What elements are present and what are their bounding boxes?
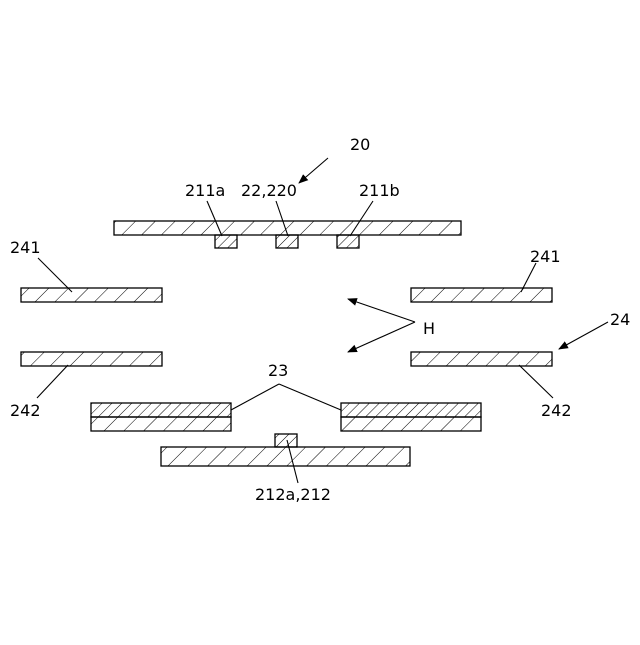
bottom-plate bbox=[161, 447, 410, 466]
leader-right-242 bbox=[519, 365, 553, 398]
bottom-boss bbox=[275, 434, 297, 447]
right-lower-plate bbox=[411, 352, 552, 366]
label-left-242: 242 bbox=[10, 401, 41, 420]
left-lower-plate bbox=[21, 352, 162, 366]
label-23: 23 bbox=[268, 361, 288, 380]
label-20: 20 bbox=[350, 135, 370, 154]
label-24: 24 bbox=[610, 310, 630, 329]
leader-24 bbox=[559, 322, 608, 349]
label-211a: 211a bbox=[185, 181, 225, 200]
label-22-220: 22,220 bbox=[241, 181, 297, 200]
leader-23-right bbox=[279, 384, 341, 410]
leader-20 bbox=[299, 158, 328, 183]
label-right-242: 242 bbox=[541, 401, 572, 420]
boss-211b bbox=[337, 235, 359, 248]
left-stack-top bbox=[91, 403, 231, 417]
arrow-h-up bbox=[348, 299, 415, 322]
arrow-h-down bbox=[348, 322, 415, 352]
right-stack-bottom bbox=[341, 417, 481, 431]
boss-220 bbox=[276, 235, 298, 248]
label-left-241: 241 bbox=[10, 238, 41, 257]
right-stack-top bbox=[341, 403, 481, 417]
boss-211a bbox=[215, 235, 237, 248]
label-211b: 211b bbox=[359, 181, 400, 200]
left-upper-plate bbox=[21, 288, 162, 302]
label-right-241: 241 bbox=[530, 247, 561, 266]
label-h: H bbox=[423, 319, 435, 338]
left-stack-bottom bbox=[91, 417, 231, 431]
leader-left-242 bbox=[37, 365, 68, 398]
leader-23-left bbox=[231, 384, 279, 410]
leader-left-241 bbox=[38, 258, 72, 292]
right-upper-plate bbox=[411, 288, 552, 302]
label-212a-212: 212a,212 bbox=[255, 485, 331, 504]
